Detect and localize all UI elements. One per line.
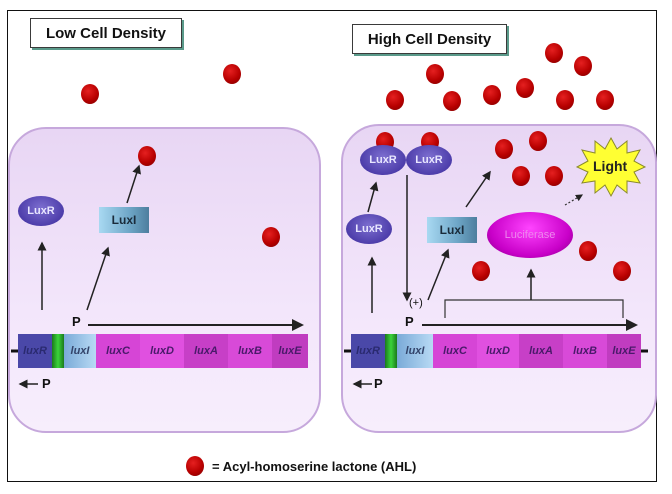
low-density-title: Low Cell Density	[30, 18, 182, 48]
gene-luxd: luxD	[477, 334, 519, 368]
ahl-molecule	[556, 90, 574, 110]
luxi-protein: LuxI	[427, 217, 477, 243]
light-label: Light	[593, 158, 628, 174]
gene-luxc: luxC	[433, 334, 477, 368]
legend-ahl-icon	[186, 456, 204, 476]
gene-luxi: luxI	[64, 334, 96, 368]
luxr-protein: LuxR	[18, 196, 64, 226]
gene-luxi: luxI	[397, 334, 433, 368]
gene-luxa: luxA	[519, 334, 563, 368]
ahl-molecule	[529, 131, 547, 151]
luxi-protein: LuxI	[99, 207, 149, 233]
luxr-protein: LuxR	[346, 214, 392, 244]
high-density-title: High Cell Density	[352, 24, 507, 54]
ahl-molecule	[262, 227, 280, 247]
ahl-molecule	[223, 64, 241, 84]
ahl-molecule	[574, 56, 592, 76]
ahl-molecule	[512, 166, 530, 186]
activation-label: (+)	[409, 297, 423, 309]
ahl-molecule	[579, 241, 597, 261]
gene-luxr: luxR	[18, 334, 52, 368]
gene-luxc: luxC	[96, 334, 140, 368]
gene-luxb: luxB	[563, 334, 607, 368]
gene-luxe: luxE	[607, 334, 641, 368]
legend: = Acyl-homoserine lactone (AHL)	[186, 456, 416, 476]
luciferase-enzyme: Luciferase	[487, 212, 573, 258]
ahl-molecule	[483, 85, 501, 105]
lux-operon-high: luxR luxI luxC luxD luxA luxB luxE	[351, 334, 641, 368]
ahl-molecule	[596, 90, 614, 110]
intergenic-region	[52, 334, 64, 368]
luxr-dimer-right: LuxR	[406, 145, 452, 175]
ahl-molecule	[138, 146, 156, 166]
gene-luxa: luxA	[184, 334, 228, 368]
ahl-molecule	[545, 166, 563, 186]
promoter-forward-label: P	[405, 314, 414, 329]
ahl-molecule	[426, 64, 444, 84]
gene-luxe: luxE	[272, 334, 308, 368]
luxr-dimer-left: LuxR	[360, 145, 406, 175]
gene-luxr: luxR	[351, 334, 385, 368]
ahl-molecule	[613, 261, 631, 281]
ahl-molecule	[545, 43, 563, 63]
gene-luxb: luxB	[228, 334, 272, 368]
intergenic-region	[385, 334, 397, 368]
gene-luxd: luxD	[140, 334, 184, 368]
lux-operon-low: luxR luxI luxC luxD luxA luxB luxE	[18, 334, 308, 368]
ahl-molecule	[81, 84, 99, 104]
ahl-molecule	[443, 91, 461, 111]
promoter-reverse-label: P	[42, 376, 51, 391]
ahl-molecule	[516, 78, 534, 98]
ahl-molecule	[386, 90, 404, 110]
cell-low-density	[8, 127, 321, 433]
promoter-reverse-label: P	[374, 376, 383, 391]
ahl-molecule	[495, 139, 513, 159]
ahl-molecule	[472, 261, 490, 281]
promoter-forward-label: P	[72, 314, 81, 329]
legend-text: = Acyl-homoserine lactone (AHL)	[212, 458, 417, 474]
